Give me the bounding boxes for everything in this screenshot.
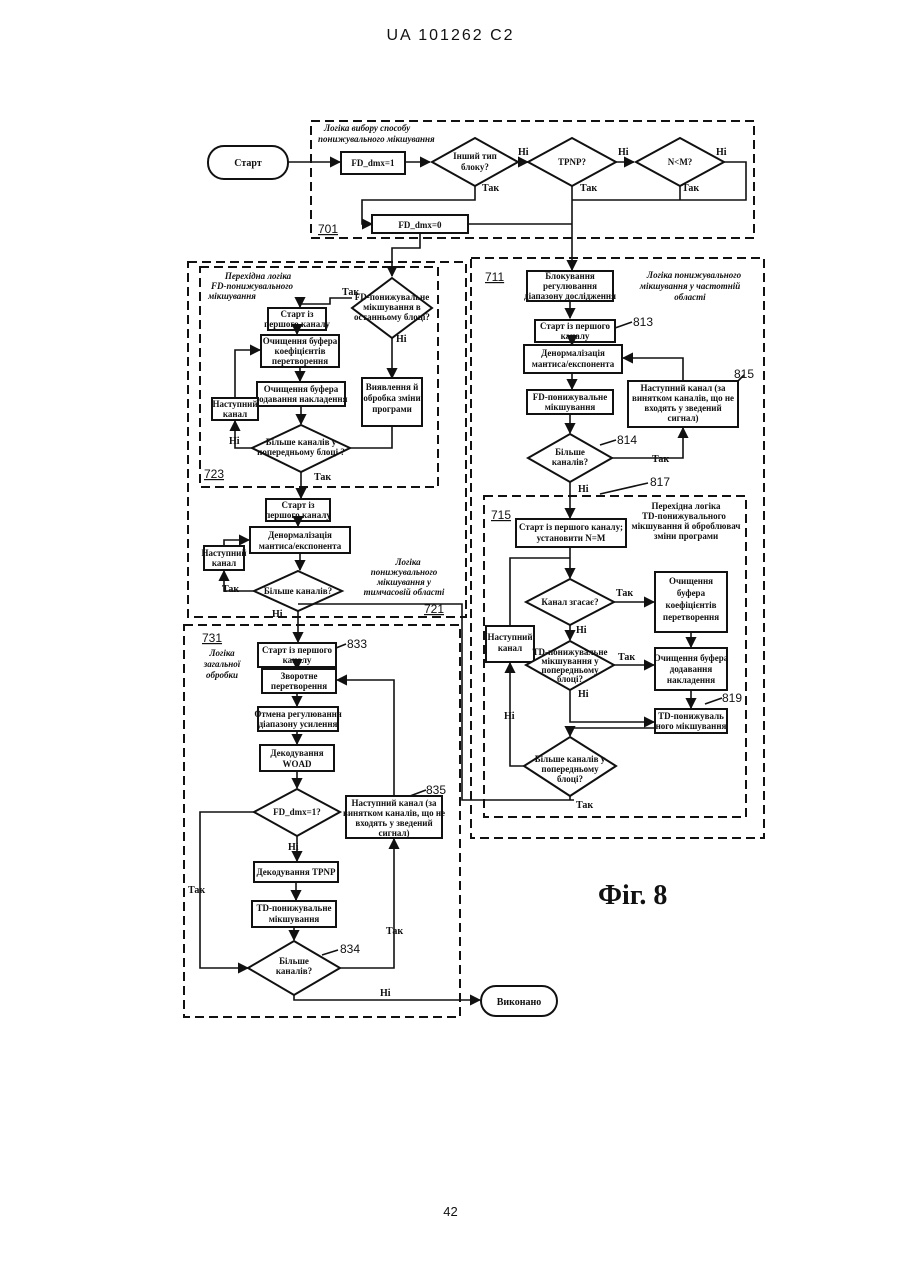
no-label-td: Ні: [578, 689, 589, 700]
fd-last-block-label: FD-понижувальнемікшування востанньому бл…: [354, 292, 430, 322]
q814-label: Більшеканалів?: [552, 447, 588, 467]
yes-label-834: Так: [386, 926, 403, 937]
ref-813: 813: [633, 315, 653, 329]
ref-815: 815: [734, 367, 754, 381]
denorm721-label: Денормалізаціямантиса/експонента: [259, 530, 342, 551]
n-less-m-label: N<M?: [668, 157, 693, 167]
q721-label: Більше каналів?: [264, 586, 332, 596]
yes-label-fade: Так: [616, 588, 633, 599]
yes-label-721: Так: [222, 584, 239, 595]
no-label-2: Ні: [618, 147, 629, 158]
r711-ref: 711: [485, 270, 504, 284]
figure-caption: Фіг. 8: [598, 880, 667, 911]
r701-ref: 701: [318, 222, 338, 236]
ref-834: 834: [340, 942, 360, 956]
yes-label-td: Так: [618, 652, 635, 663]
no-label-3: Ні: [716, 147, 727, 158]
r715-ref: 715: [491, 508, 511, 522]
yes-label-fddmx: Так: [188, 885, 205, 896]
r723-title: Перехідна логікаFD-понижувальногомікшува…: [207, 271, 293, 301]
no-label-814: Ні: [578, 484, 589, 495]
tpnp-dec-label: Декодування TPNP: [256, 867, 336, 877]
yes-label-715: Так: [576, 800, 593, 811]
yes-label-1: Так: [482, 183, 499, 194]
page-number: 42: [0, 1204, 901, 1219]
yes-label-814: Так: [652, 454, 669, 465]
tpnp-label: TPNP?: [558, 157, 586, 167]
start-label: Старт: [234, 158, 262, 169]
r721-title: Логікапонижувальногомікшування утимчасов…: [364, 557, 445, 597]
yes-label-723a: Так: [342, 287, 359, 298]
no-label-fade: Ні: [576, 625, 587, 636]
no-label-fddmx: Ні: [288, 842, 299, 853]
no-label-834: Ні: [380, 988, 391, 999]
ref-817: 817: [650, 475, 670, 489]
q834-label: Більшеканалів?: [276, 956, 312, 976]
fd-dmx-1-label: FD_dmx=1: [351, 158, 395, 168]
fd-dmx-0-label: FD_dmx=0: [398, 220, 442, 230]
no-label-1: Ні: [518, 147, 529, 158]
no-label-715: Ні: [504, 711, 515, 722]
r731-ref: 731: [202, 631, 222, 645]
tdmix819-label: TD-понижувального мікшування: [656, 711, 727, 731]
td-prev-label: TD-понижувальнемікшування упопередньомуб…: [532, 647, 607, 684]
r731-title: Логіказагальноїобробки: [203, 648, 241, 680]
yes-label-3: Так: [682, 183, 699, 194]
clr-add-label: Очищення буферадодавання накладення: [255, 384, 348, 404]
cancel-label: Отмена регулюваннядіапазону усилення: [254, 709, 342, 729]
no-label-723b: Ні: [229, 436, 240, 447]
denorm813-label: Денормалізаціямантиса/експонента: [532, 348, 615, 369]
r701-title: Логіка вибору способупонижувального мікш…: [318, 123, 435, 144]
ref-814: 814: [617, 433, 637, 447]
r723-ref: 723: [204, 467, 224, 481]
ref-835: 835: [426, 783, 446, 797]
r715-title: Перехідна логікаTD-понижувальногомікшува…: [632, 501, 741, 541]
yes-label-723b: Так: [314, 472, 331, 483]
r711-title: Логіка понижувальногомікшування у частот…: [639, 270, 742, 302]
yes-label-2: Так: [580, 183, 597, 194]
ref-819: 819: [722, 691, 742, 705]
done-label: Виконано: [497, 997, 542, 1008]
no-label-721: Ні: [272, 609, 283, 620]
q723-label: Більше каналів упопередньому блоці ?: [257, 437, 345, 457]
ref-833: 833: [347, 637, 367, 651]
fade-label: Канал згасає?: [541, 597, 598, 607]
no-label-723a: Ні: [396, 334, 407, 345]
fd-dmx-check-label: FD_dmx=1?: [273, 807, 321, 817]
